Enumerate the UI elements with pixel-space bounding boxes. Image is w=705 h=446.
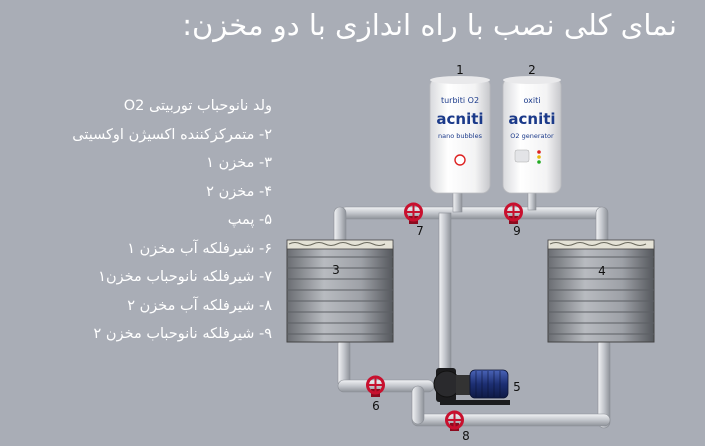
label-2: 2 (528, 63, 536, 77)
pump (433, 368, 510, 405)
oxygen-concentrator: oxiti acniti O2 generator (502, 76, 562, 194)
valve-6 (366, 375, 385, 397)
legend-item: ۲- متمرکزکننده اکسیژن اوکسیتی (72, 126, 272, 143)
label-1: 1 (456, 63, 464, 77)
legend-item: ۳- مخزن ۱ (206, 155, 272, 171)
device2-name: oxiti (524, 96, 541, 105)
tank-1 (286, 239, 394, 343)
device1-brand: acniti (436, 110, 483, 128)
device2-brand: acniti (508, 110, 555, 128)
legend: ولد نانوحباب توربیتی O2 ۲- متمرکزکننده ا… (7, 92, 272, 349)
valve-8 (445, 410, 464, 431)
legend-item: ۸- شیرفلکه آب مخزن ۲ (127, 297, 272, 314)
valve-7 (404, 202, 423, 224)
label-9: 9 (513, 224, 521, 238)
device1-sub: nano bubbles (438, 132, 483, 140)
pipe-pump-riser (438, 212, 452, 374)
valve-9 (504, 202, 523, 224)
legend-item: ۹- شیرفلکه نانوحباب مخزن ۲ (93, 326, 272, 342)
label-5: 5 (513, 380, 521, 394)
label-4: 4 (598, 264, 606, 278)
tank-2 (547, 239, 655, 343)
device1-name: turbiti O2 (441, 96, 479, 105)
pipe-tank4-return (411, 413, 611, 427)
label-6: 6 (372, 399, 380, 413)
page-title: نمای کلی نصب با راه اندازی با دو مخزن: (182, 8, 677, 42)
label-7: 7 (416, 224, 424, 238)
legend-item: ۵- پمپ (227, 212, 272, 228)
legend-item: ۴- مخزن ۲ (206, 183, 272, 200)
label-3: 3 (332, 263, 340, 277)
legend-item: ۷- شیرفلکه نانوحباب مخزن۱ (98, 269, 272, 285)
display-icon (514, 149, 530, 163)
status-led-icon (537, 155, 541, 159)
status-led-icon (537, 160, 541, 164)
legend-item: ولد نانوحباب توربیتی O2 (123, 98, 272, 114)
status-led-icon (537, 150, 541, 154)
pipe-pump-suction (411, 385, 425, 425)
pipe-top-manifold (339, 206, 607, 220)
legend-item: ۶- شیرفلکه آب مخزن ۱ (127, 240, 272, 257)
power-icon (454, 154, 466, 166)
device2-sub: O2 generator (510, 132, 554, 140)
nanobubble-generator: turbiti O2 acniti nano bubbles (429, 76, 491, 194)
label-8: 8 (462, 429, 470, 443)
